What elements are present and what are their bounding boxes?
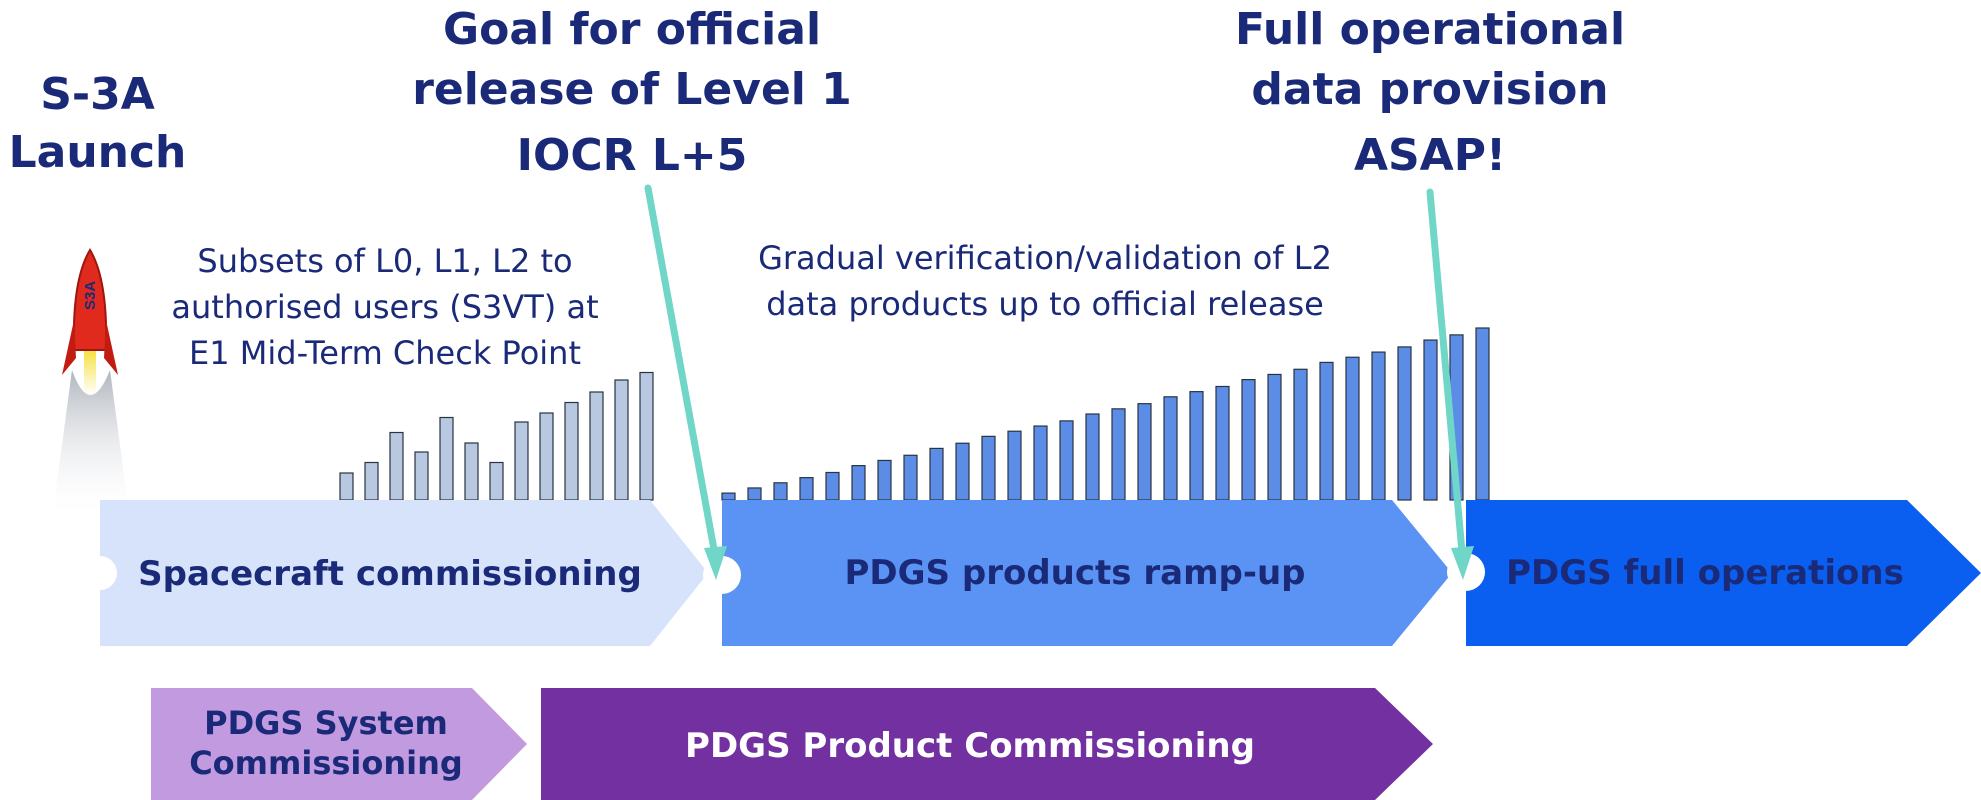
bar bbox=[539, 412, 554, 501]
bar bbox=[981, 435, 996, 501]
subsets-note-line: authorised users (S3VT) at bbox=[171, 288, 599, 326]
bar bbox=[414, 451, 429, 501]
gradual-note-line: data products up to official release bbox=[766, 285, 1324, 323]
bar bbox=[1397, 346, 1412, 501]
goal-heading-line: Goal for official bbox=[442, 4, 822, 55]
full-ops-heading-line: data provision bbox=[1251, 64, 1609, 115]
phase-spacecraft-commissioning bbox=[100, 500, 708, 646]
bar bbox=[1241, 379, 1256, 501]
bar bbox=[1293, 368, 1308, 501]
bar bbox=[614, 379, 629, 501]
subsets-note: Subsets of L0, L1, L2 to authorised user… bbox=[150, 238, 620, 376]
goal-arrow bbox=[644, 184, 727, 580]
comm-label-system: PDGS System Commissioning bbox=[151, 703, 501, 783]
bar bbox=[1085, 413, 1100, 501]
bar bbox=[1319, 361, 1334, 501]
bar bbox=[721, 492, 736, 501]
bar bbox=[903, 454, 918, 501]
bar bbox=[1033, 425, 1048, 501]
phase-label-full-ops: PDGS full operations bbox=[1506, 553, 1904, 593]
bar bbox=[773, 482, 788, 501]
phase-pdgs-ramp-up bbox=[722, 500, 1452, 646]
bar bbox=[589, 391, 604, 501]
bar bbox=[439, 416, 454, 501]
rocket-label: S3A bbox=[82, 281, 99, 310]
bar bbox=[639, 371, 654, 501]
comm-label-system-line: Commissioning bbox=[189, 744, 463, 782]
gradual-note-line: Gradual verification/validation of L2 bbox=[758, 239, 1332, 277]
launch-heading-line: S-3A bbox=[40, 69, 155, 120]
bar bbox=[1475, 327, 1490, 501]
ramp-bars-group bbox=[721, 327, 1490, 501]
phase-label-ramp-up: PDGS products ramp-up bbox=[844, 553, 1306, 593]
full-ops-heading: Full operational data provision ASAP! bbox=[1220, 0, 1640, 186]
bar bbox=[1163, 396, 1178, 501]
bar bbox=[799, 477, 814, 501]
bar bbox=[747, 487, 762, 501]
bar bbox=[364, 461, 379, 501]
bar bbox=[1189, 391, 1204, 501]
early-bars-group bbox=[339, 371, 654, 501]
bar bbox=[877, 459, 892, 501]
bar bbox=[1059, 420, 1074, 501]
comm-label-system-line: PDGS System bbox=[204, 704, 448, 742]
milestone-dot bbox=[703, 556, 741, 594]
bar bbox=[1007, 430, 1022, 501]
subsets-note-line: E1 Mid-Term Check Point bbox=[189, 334, 581, 372]
rocket-icon: S3A bbox=[52, 248, 130, 520]
bar bbox=[1371, 351, 1386, 501]
phase-pdgs-product-commissioning bbox=[541, 688, 1433, 800]
goal-heading-line: release of Level 1 bbox=[412, 64, 852, 115]
bar bbox=[1215, 385, 1230, 501]
bar bbox=[489, 461, 504, 501]
launch-heading: S-3A Launch bbox=[5, 66, 190, 182]
full-ops-heading-line: ASAP! bbox=[1353, 130, 1507, 181]
bar bbox=[1423, 339, 1438, 501]
phase-label-spacecraft: Spacecraft commissioning bbox=[138, 554, 642, 594]
launch-heading-line: Launch bbox=[8, 127, 187, 178]
bar bbox=[955, 442, 970, 501]
bar bbox=[564, 401, 579, 501]
full-ops-arrow bbox=[1426, 188, 1474, 580]
bar bbox=[389, 431, 404, 501]
bar bbox=[1345, 356, 1360, 501]
subsets-note-line: Subsets of L0, L1, L2 to bbox=[197, 242, 573, 280]
bar bbox=[1111, 408, 1126, 501]
phase-pdgs-system-commissioning bbox=[151, 688, 527, 800]
bar bbox=[514, 421, 529, 501]
phase-pdgs-full-operations bbox=[1466, 500, 1981, 646]
bar bbox=[825, 471, 840, 501]
goal-heading: Goal for official release of Level 1 IOC… bbox=[402, 0, 862, 186]
bar bbox=[464, 442, 479, 501]
gradual-note: Gradual verification/validation of L2 da… bbox=[735, 235, 1355, 327]
bar bbox=[1137, 403, 1152, 501]
comm-label-product: PDGS Product Commissioning bbox=[685, 726, 1255, 766]
bar bbox=[339, 472, 354, 501]
goal-heading-line: IOCR L+5 bbox=[516, 130, 748, 181]
full-ops-heading-line: Full operational bbox=[1234, 4, 1626, 55]
bar bbox=[851, 465, 866, 501]
bar bbox=[1267, 373, 1282, 501]
bar bbox=[929, 447, 944, 501]
